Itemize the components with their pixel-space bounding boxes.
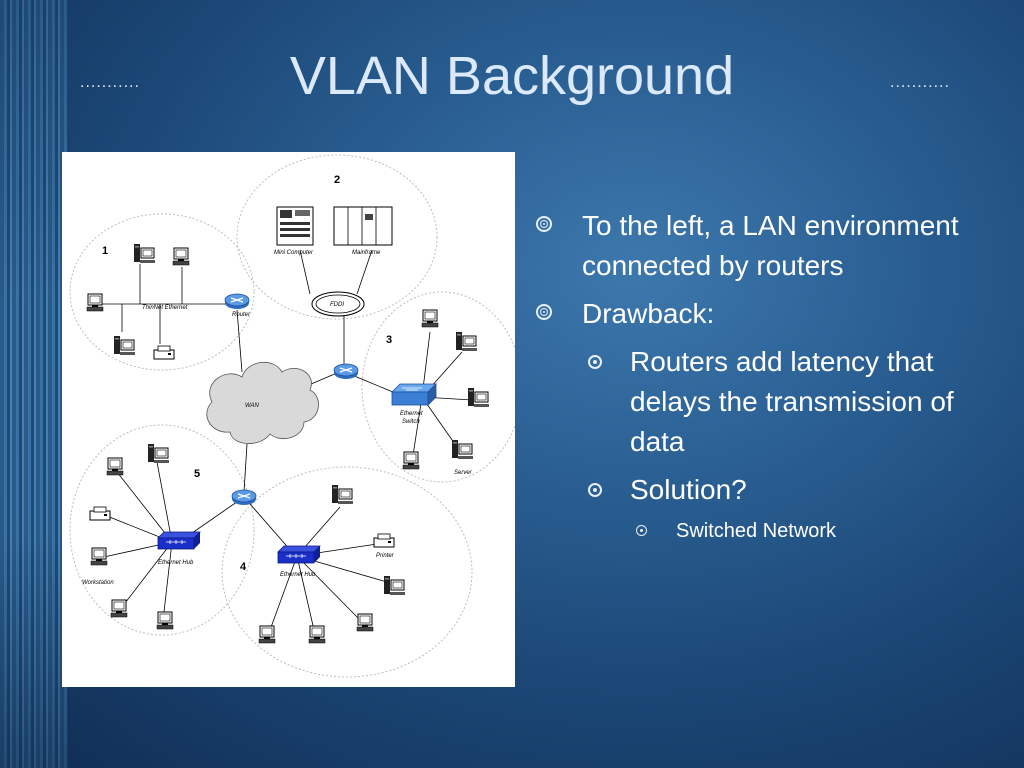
stripes-shade <box>0 0 68 768</box>
bullet-circle-icon <box>588 483 602 497</box>
thinnet-label: ThinNet Ethernet <box>142 305 188 311</box>
fddi-label: FDDI <box>330 302 344 308</box>
ethernet-hub-label: Ethernet Hub <box>158 560 194 566</box>
bullet-target-icon <box>536 304 552 320</box>
segment-5-number: 5 <box>194 468 200 480</box>
ethernet-hub-icon <box>157 531 201 550</box>
bullet-list: To the left, a LAN environment connected… <box>532 206 992 544</box>
slide-title: VLAN Background <box>289 46 735 106</box>
segment-4-number: 4 <box>240 561 247 573</box>
segment-2-number: 2 <box>334 174 340 186</box>
router-label: Router <box>232 312 251 318</box>
ethernet-switch-icon <box>391 383 437 406</box>
wan-label: WAN <box>245 403 260 409</box>
workstation-icon <box>383 575 406 596</box>
workstation-icon <box>455 331 478 352</box>
workstation-icon <box>156 611 174 630</box>
workstation-icon <box>331 484 354 505</box>
printer-label: Printer <box>376 553 395 559</box>
bullet-text: Switched Network <box>676 520 837 542</box>
workstation-icon <box>113 335 136 356</box>
workstation-icon <box>147 443 170 464</box>
ethernet-switch-label-1: Ethernet <box>400 411 423 417</box>
printer-icon <box>153 345 175 360</box>
segment-boundaries <box>69 154 515 678</box>
workstation-icon <box>86 293 104 312</box>
sub-bullet-item: Solution? <box>532 470 992 510</box>
network-diagram: WAN 1 2 3 4 5 ThinNet Ethernet Router Mi… <box>62 152 515 687</box>
sub-sub-bullet-item: Switched Network <box>532 518 992 544</box>
printer-icon <box>89 506 111 521</box>
title-dots-left: ........... <box>80 74 140 91</box>
printer-icon <box>373 533 395 548</box>
workstation-icon <box>421 309 439 328</box>
workstation-icon <box>106 457 124 476</box>
server-icon <box>451 439 474 460</box>
ethernet-switch-label-2: Switch <box>402 419 420 425</box>
workstation-icon <box>258 625 276 644</box>
mainframe-label: Mainframe <box>352 250 381 256</box>
mainframe-icon <box>333 206 393 246</box>
title-dots-right: ........... <box>890 74 950 91</box>
bullet-circle-icon <box>636 525 647 536</box>
workstation-icon <box>110 599 128 618</box>
workstation-icon <box>133 243 156 264</box>
bullet-item: To the left, a LAN environment connected… <box>532 206 992 286</box>
workstation-label: Workstation <box>82 580 114 586</box>
bullet-text: Drawback: <box>582 298 715 329</box>
fddi-ring: FDDI <box>311 291 365 317</box>
bullet-text: Routers add latency that delays the tran… <box>630 346 954 457</box>
wan-cloud: WAN <box>206 362 319 444</box>
workstation-icon <box>402 451 420 470</box>
bullet-circle-icon <box>588 355 602 369</box>
bullet-text: Solution? <box>630 474 747 505</box>
workstation-icon <box>308 625 326 644</box>
sub-bullet-item: Routers add latency that delays the tran… <box>532 342 992 462</box>
segment-3-number: 3 <box>386 334 392 346</box>
workstation-icon <box>356 613 374 632</box>
workstation-icon <box>172 247 190 266</box>
router-icon <box>224 293 250 310</box>
bullet-item: Drawback: <box>532 294 992 334</box>
ethernet-hub-label: Ethernet Hub <box>280 572 316 578</box>
bullet-target-icon <box>536 216 552 232</box>
workstation-icon <box>90 547 108 566</box>
minicomputer-icon <box>276 206 314 246</box>
workstation-icon <box>467 387 490 408</box>
segment-1-number: 1 <box>102 245 108 257</box>
minicomputer-label: Mini Computer <box>274 250 314 256</box>
ethernet-hub-icon <box>277 545 321 564</box>
server-label: Server <box>454 470 473 476</box>
decorative-stripes <box>0 0 68 768</box>
bullet-text: To the left, a LAN environment connected… <box>582 210 959 281</box>
router-icon <box>231 489 257 506</box>
router-icon <box>333 363 359 380</box>
